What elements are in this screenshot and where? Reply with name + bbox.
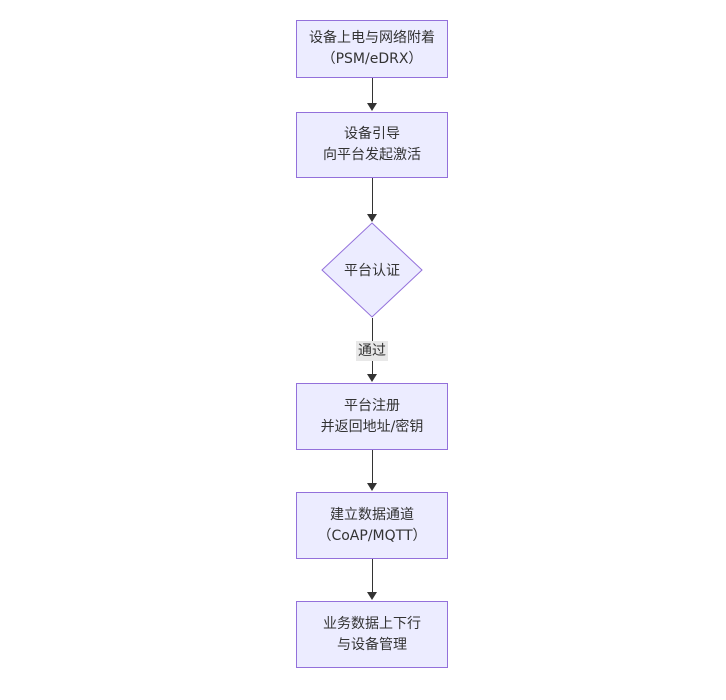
arrow-e-f [367, 559, 377, 600]
node-text-line: 向平台发起激活 [323, 147, 421, 163]
node-platform-auth: 平台认证 [321, 222, 423, 318]
node-text-line: 与设备管理 [337, 636, 407, 653]
node-text-line: 平台注册 [344, 397, 400, 414]
node-platform-register: 平台注册 并返回地址/密钥 [296, 383, 448, 450]
node-text-line: （PSM/eDRX） [321, 51, 423, 67]
node-text-line: 设备上电与网络附着 [309, 30, 435, 46]
arrow-a-b [367, 78, 377, 111]
node-business-data: 业务数据上下行 与设备管理 [296, 601, 448, 668]
node-text-line: 设备引导 [344, 126, 400, 142]
arrow-head-icon [367, 483, 377, 491]
node-data-channel: 建立数据通道 （CoAP/MQTT） [296, 492, 448, 559]
node-text-line: 并返回地址/密钥 [320, 418, 424, 435]
arrow-d-e [367, 450, 377, 491]
node-text-line: 业务数据上下行 [323, 615, 421, 632]
arrow-head-icon [367, 103, 377, 111]
arrow-line [371, 559, 373, 592]
diamond-shape [321, 222, 423, 318]
edge-label-pass: 通过 [356, 341, 388, 361]
arrow-line [371, 78, 373, 103]
node-text-line: 建立数据通道 [330, 506, 414, 523]
arrow-head-icon [367, 214, 377, 222]
node-text-line: （CoAP/MQTT） [317, 527, 427, 544]
arrow-line [371, 450, 373, 483]
arrow-line [371, 178, 373, 214]
arrow-b-c [367, 178, 377, 222]
node-text-line: 平台认证 [344, 263, 400, 279]
node-device-bootstrap: 设备引导 向平台发起激活 [296, 112, 448, 178]
arrow-head-icon [367, 592, 377, 600]
node-device-power-attach: 设备上电与网络附着 （PSM/eDRX） [296, 20, 448, 78]
arrow-head-icon [367, 374, 377, 382]
